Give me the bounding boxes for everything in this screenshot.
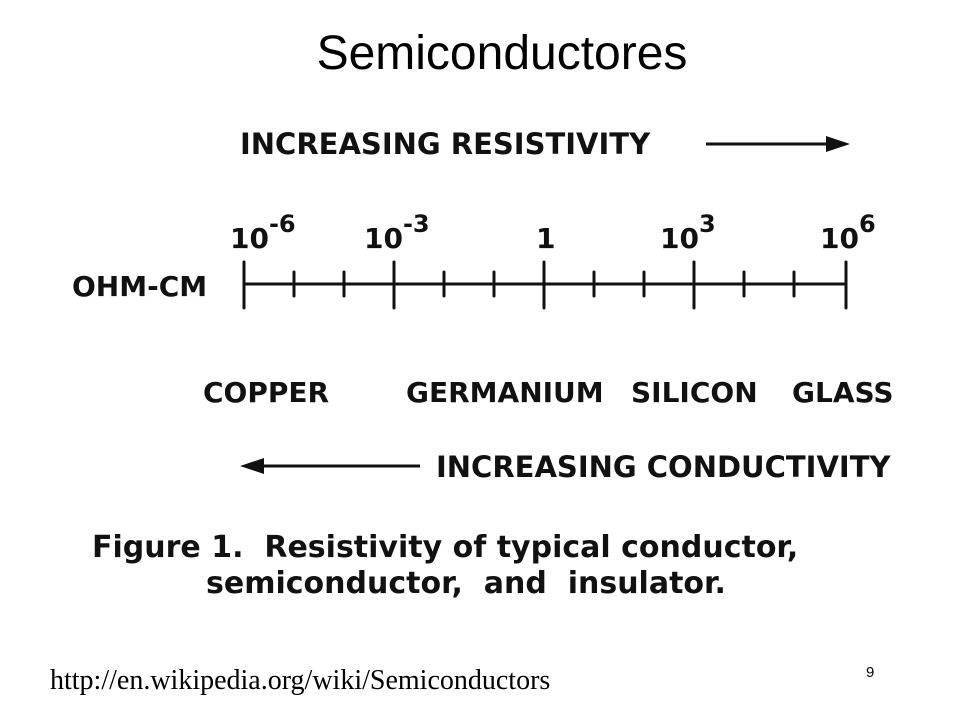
- source-link[interactable]: http://en.wikipedia.org/wiki/Semiconduct…: [50, 665, 551, 696]
- right-arrow-icon: [706, 136, 850, 152]
- material-silicon: SILICON: [631, 376, 758, 409]
- left-arrow-icon: [240, 458, 420, 474]
- log-scale-axis: [242, 260, 848, 310]
- tick-label-1: 1: [536, 222, 555, 255]
- material-copper: COPPER: [203, 376, 329, 409]
- tick-label-1e3: 103: [660, 210, 716, 255]
- slide-title: Semiconductores: [316, 27, 688, 80]
- scale-tick-labels: 10-6 10-3 1 103 106: [230, 210, 876, 255]
- increasing-resistivity-label: INCREASING RESISTIVITY: [240, 127, 651, 161]
- unit-label: OHM-CM: [72, 270, 207, 303]
- increasing-conductivity-label: INCREASING CONDUCTIVITY: [436, 450, 891, 484]
- figure-caption-line1: Figure 1. Resistivity of typical conduct…: [92, 530, 798, 565]
- figure-caption-line2: semiconductor, and insulator.: [206, 566, 726, 601]
- tick-label-1e-3: 10-3: [364, 210, 430, 255]
- page-number: 9: [866, 664, 875, 681]
- tick-label-1e-6: 10-6: [230, 210, 296, 255]
- material-glass: GLASS: [792, 376, 894, 409]
- material-germanium: GERMANIUM: [406, 376, 604, 409]
- tick-label-1e6: 106: [820, 210, 876, 255]
